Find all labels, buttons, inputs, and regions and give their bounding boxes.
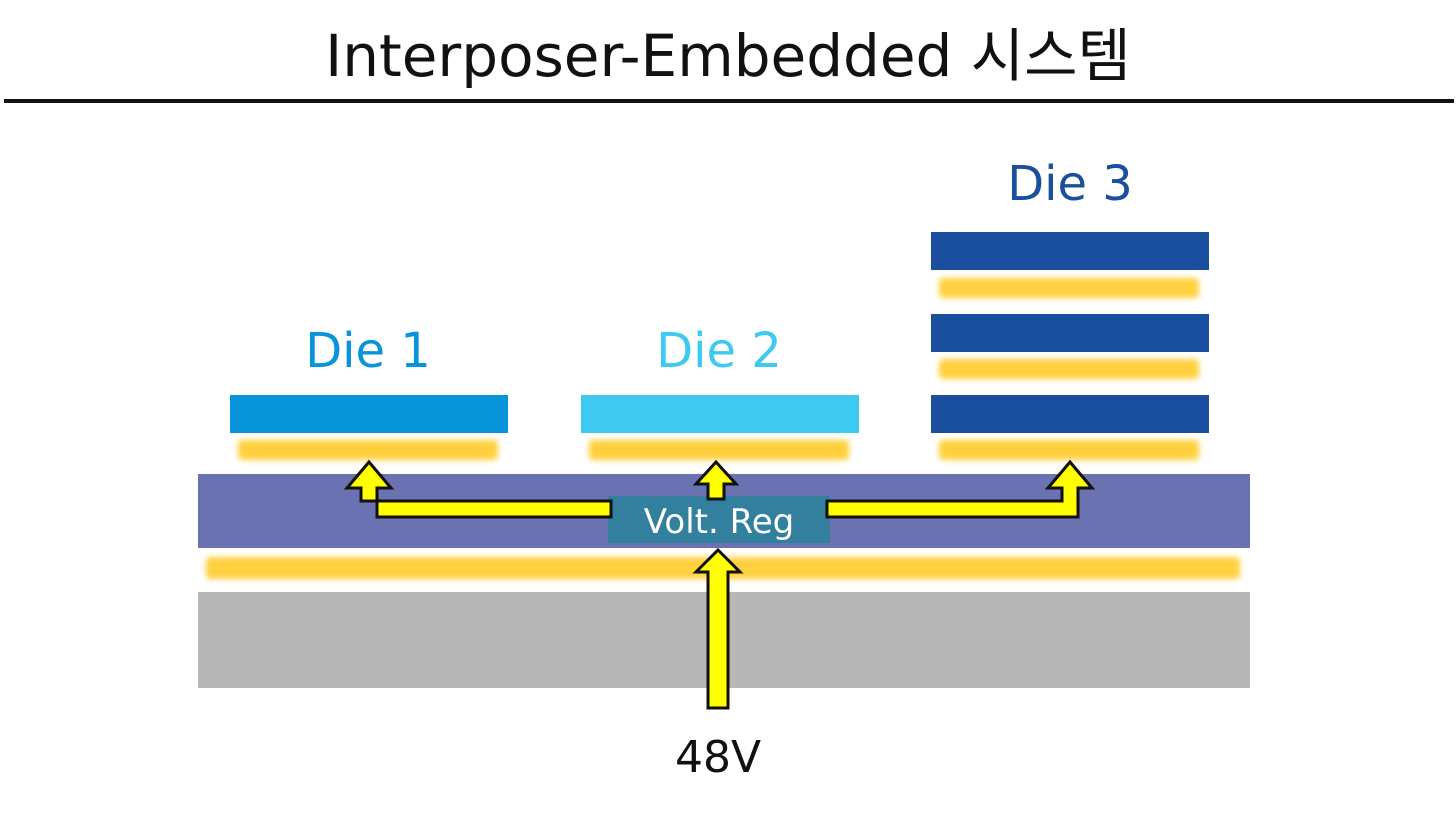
- power-arrow-center: [692, 459, 740, 501]
- voltage-regulator-block: [608, 496, 830, 543]
- die-3-stack: [931, 232, 1209, 460]
- power-input-arrow: [692, 547, 744, 710]
- die-1-label: Die 1: [305, 323, 431, 379]
- die-3-bump-layer-bottom: [939, 440, 1199, 460]
- die-1-layer: [230, 395, 508, 433]
- die-2-label: Die 2: [656, 323, 782, 379]
- die-2-bump-layer: [589, 440, 849, 460]
- input-voltage-label: 48V: [675, 732, 761, 783]
- title-divider: [4, 99, 1454, 103]
- die-3-layer-top: [931, 232, 1209, 270]
- die-3-bump-layer-top: [939, 278, 1199, 298]
- power-arrow-left: [343, 459, 613, 519]
- die-3-label: Die 3: [1007, 156, 1133, 212]
- die-2-stack: [581, 395, 859, 460]
- die-1-stack: [230, 395, 508, 460]
- page-title: Interposer-Embedded 시스템: [325, 22, 1131, 90]
- voltage-regulator-label: Volt. Reg: [644, 502, 794, 542]
- die-1-bump-layer: [238, 440, 498, 460]
- die-2-layer: [581, 395, 859, 433]
- die-3-bump-layer-middle: [939, 359, 1199, 379]
- power-arrow-right: [825, 459, 1096, 519]
- die-3-layer-middle: [931, 314, 1209, 352]
- die-3-layer-bottom: [931, 395, 1209, 433]
